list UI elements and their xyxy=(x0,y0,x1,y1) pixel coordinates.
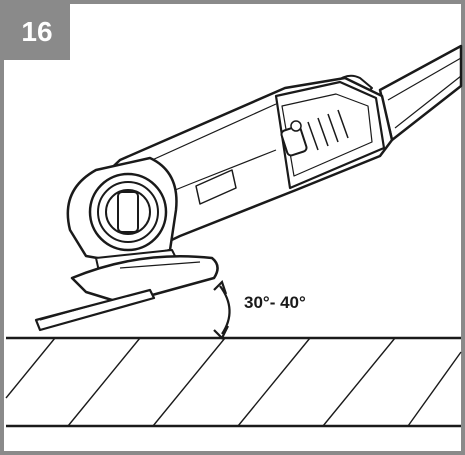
side-handle-knob xyxy=(88,172,168,252)
power-switch xyxy=(280,125,308,157)
step-number: 16 xyxy=(21,16,53,47)
hatch-lines xyxy=(5,337,462,427)
step-number-badge: 16 xyxy=(4,4,70,60)
angle-label: 30°- 40° xyxy=(244,293,306,312)
switch-housing xyxy=(274,80,386,190)
angle-indicator xyxy=(213,279,231,340)
lock-button xyxy=(290,120,302,132)
workpiece xyxy=(5,336,462,428)
vent-slots xyxy=(307,109,349,151)
grinder-handle xyxy=(378,44,463,142)
angle-grinder xyxy=(34,44,463,332)
grinding-disc xyxy=(34,288,156,332)
